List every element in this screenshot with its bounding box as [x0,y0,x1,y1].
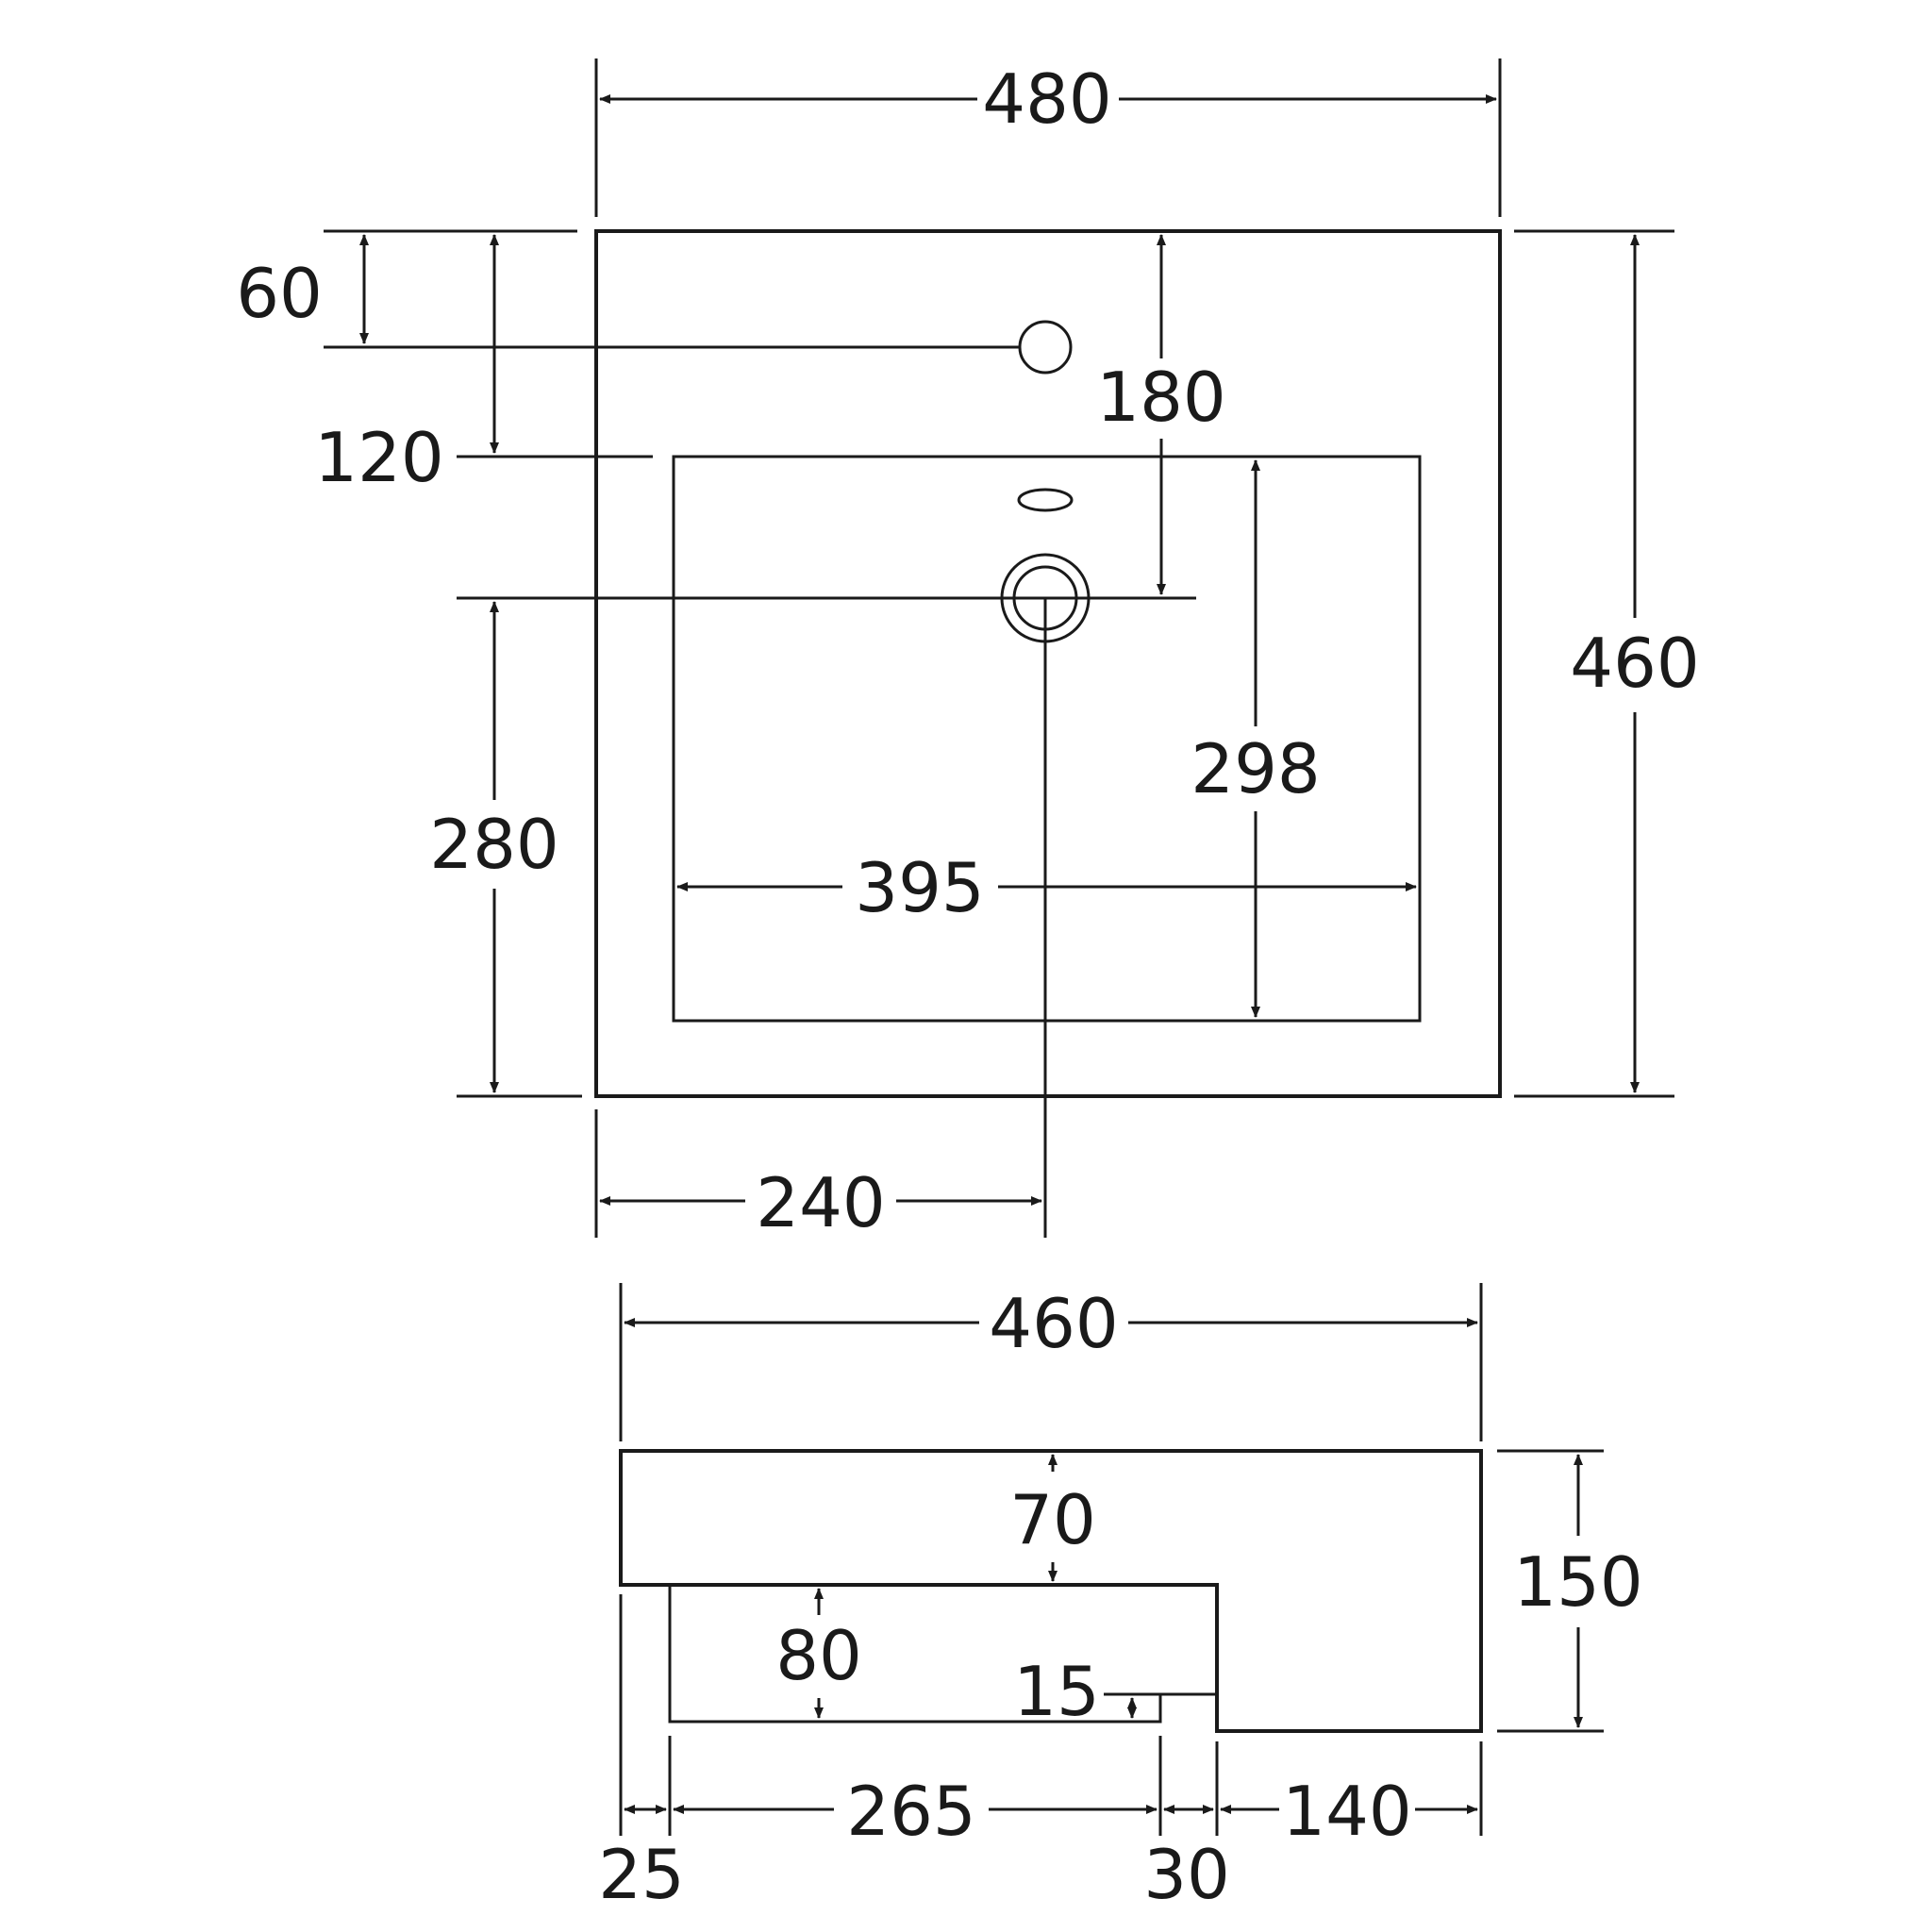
dim-30: 30 [1143,1835,1230,1914]
dim-140: 140 [1282,1772,1411,1851]
side-profile-outline [619,1449,1483,1733]
dim-240: 240 [756,1163,885,1242]
tap-hole-icon [1018,320,1073,375]
dim-80: 80 [775,1616,862,1695]
dim-460-top: 460 [1570,624,1699,703]
dim-25: 25 [598,1835,685,1914]
dim-180: 180 [1096,358,1225,437]
dim-70: 70 [1009,1480,1096,1559]
dim-280: 280 [429,805,558,884]
basin-outline [594,229,1502,1098]
side-bowl-outline [668,1585,1217,1724]
dim-150: 150 [1513,1542,1642,1622]
dim-298: 298 [1191,729,1320,808]
dim-265: 265 [846,1772,975,1851]
dim-15: 15 [1013,1652,1100,1731]
dim-60: 60 [236,254,323,333]
dim-120: 120 [314,418,443,497]
dim-395: 395 [855,848,984,927]
dim-480: 480 [982,59,1111,139]
dim-460-side: 460 [989,1284,1118,1363]
overflow-slot-icon [1017,488,1074,512]
